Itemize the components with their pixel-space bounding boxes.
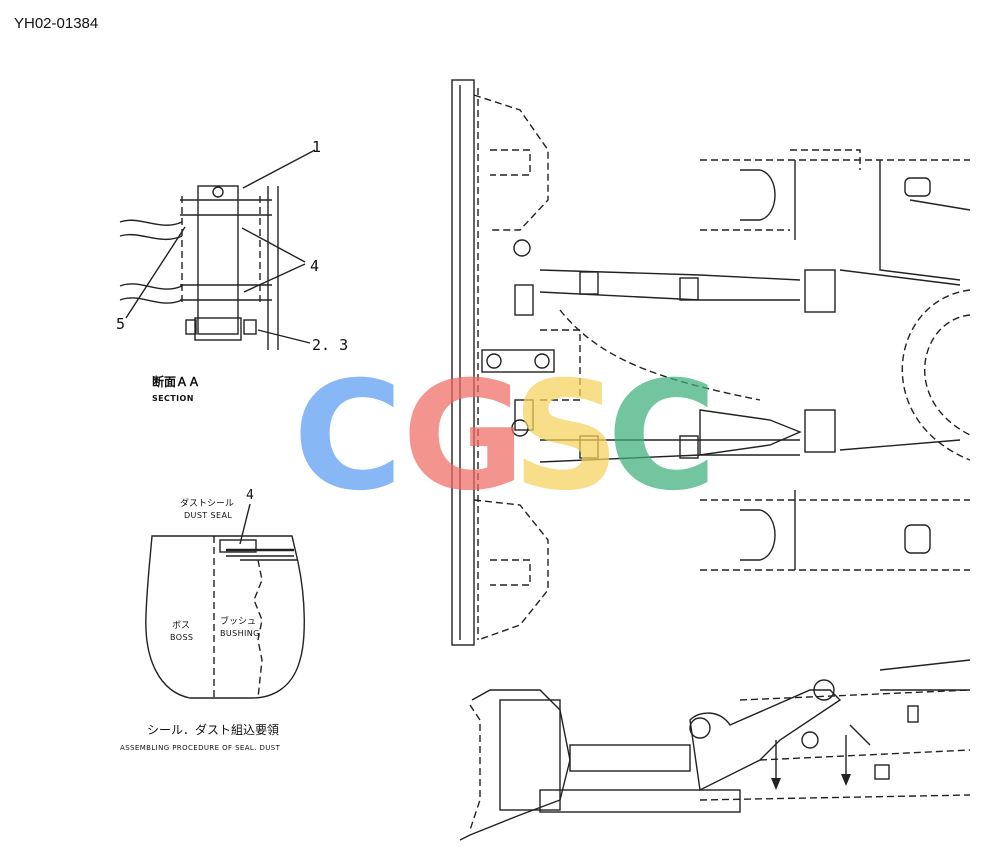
blade-side-view <box>459 659 971 841</box>
drawing-code: YH02-01384 <box>14 15 99 32</box>
callout-5: 5 <box>116 315 126 333</box>
section-title-jp: 断面ＡＡ <box>152 375 201 389</box>
dust-seal-label-jp: ダストシール <box>180 499 235 509</box>
bushing-label-en: BUSHING <box>220 629 260 638</box>
watermark-letter-c2: C <box>607 350 718 524</box>
boss-label-en: BOSS <box>170 633 194 642</box>
callout-4-seal: 4 <box>246 488 254 503</box>
blade-plan-view <box>451 79 971 646</box>
watermark-letter-g: G <box>402 350 526 524</box>
boss-label-jp: ボス <box>172 621 191 631</box>
callout-4: 4 <box>310 257 320 275</box>
dust-seal-label-en: DUST SEAL <box>184 511 233 520</box>
seal-caption-en: ASSEMBLING PROCEDURE OF SEAL. DUST <box>120 744 281 752</box>
section-title-en: SECTION <box>152 394 194 403</box>
bushing-label-jp: ブッシュ <box>220 617 257 627</box>
callout-2-3: 2. 3 <box>312 336 349 354</box>
watermark-letter-s: S <box>512 350 621 524</box>
seal-caption-jp: シール．ダスト組込要領 <box>147 723 280 737</box>
dust-seal-drawing <box>145 503 305 699</box>
callout-1: 1 <box>312 138 322 156</box>
section-aa-drawing <box>119 149 316 350</box>
watermark-letter-c: C <box>293 350 404 524</box>
